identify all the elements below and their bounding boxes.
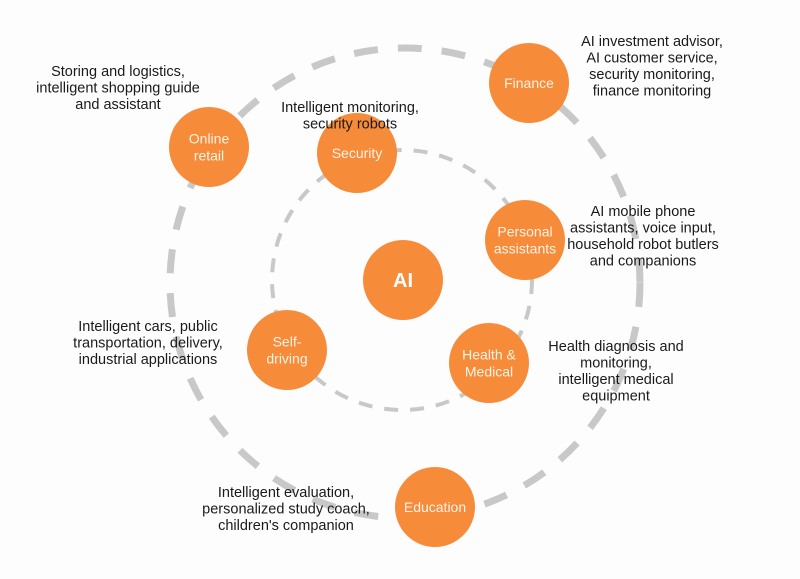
- node-label-health-medical: Health &: [462, 347, 516, 363]
- node-description-finance: security monitoring,: [589, 67, 715, 83]
- node-description-personal-assistants: assistants, voice input,: [570, 221, 716, 237]
- node-description-online-retail: intelligent shopping guide: [36, 81, 200, 97]
- node-description-personal-assistants: AI mobile phone: [591, 204, 696, 220]
- node-circle-online-retail: [169, 107, 249, 187]
- node-description-online-retail: Storing and logistics,: [51, 64, 185, 80]
- node-education: Education Intelligent evaluation,personal…: [202, 467, 475, 547]
- node-description-personal-assistants: household robot butlers: [567, 237, 719, 253]
- inner-dashed-ring: [270, 148, 534, 412]
- center-node: AI: [363, 240, 443, 320]
- node-description-finance: finance monitoring: [593, 84, 712, 100]
- node-description-education: Intelligent evaluation,: [218, 485, 354, 501]
- node-circle-self-driving: [247, 310, 327, 390]
- node-description-self-driving: industrial applications: [79, 352, 218, 368]
- node-circle-finance: [489, 43, 569, 123]
- node-label-education: Education: [404, 499, 466, 515]
- node-health-medical: Health &Medical Health diagnosis andmonit…: [449, 323, 684, 405]
- node-label-finance: Finance: [504, 75, 554, 91]
- node-security: Security Intelligent monitoring,security …: [281, 100, 419, 193]
- node-description-health-medical: intelligent medical: [558, 372, 673, 388]
- node-label-online-retail: retail: [194, 148, 224, 164]
- node-description-online-retail: and assistant: [75, 97, 160, 113]
- node-label-self-driving: driving: [266, 351, 307, 367]
- node-description-security: security robots: [303, 117, 397, 133]
- node-label-personal-assistants: Personal: [497, 224, 552, 240]
- node-description-self-driving: transportation, delivery,: [73, 336, 223, 352]
- node-circle-security: [317, 113, 397, 193]
- node-label-security: Security: [332, 145, 383, 161]
- node-description-finance: AI investment advisor,: [581, 34, 723, 50]
- node-self-driving: Self-driving Intelligent cars, publictran…: [73, 310, 327, 390]
- node-finance: Finance AI investment advisor,AI customer…: [489, 34, 723, 123]
- node-description-education: personalized study coach,: [202, 502, 370, 518]
- node-description-health-medical: Health diagnosis and: [548, 339, 683, 355]
- node-label-health-medical: Medical: [465, 364, 513, 380]
- node-circle-health-medical: [449, 323, 529, 403]
- node-description-self-driving: Intelligent cars, public: [78, 319, 217, 335]
- node-description-education: children's companion: [218, 518, 354, 534]
- node-description-health-medical: monitoring,: [580, 356, 652, 372]
- node-label-online-retail: Online: [189, 131, 230, 147]
- node-description-health-medical: equipment: [582, 389, 650, 405]
- node-circle-personal-assistants: [485, 200, 565, 280]
- node-circle-education: [395, 467, 475, 547]
- node-label-personal-assistants: assistants: [494, 241, 556, 257]
- node-description-security: Intelligent monitoring,: [281, 100, 419, 116]
- center-node-circle: [363, 240, 443, 320]
- node-description-finance: AI customer service,: [586, 51, 717, 67]
- center-node-label: AI: [393, 270, 413, 292]
- node-label-self-driving: Self-: [273, 334, 302, 350]
- node-description-personal-assistants: and companions: [590, 254, 696, 270]
